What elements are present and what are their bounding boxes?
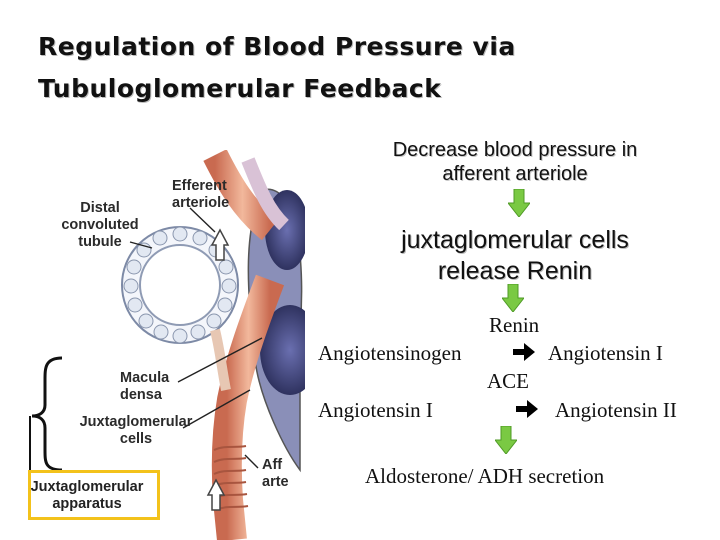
title-line-1: Regulation of Blood Pressure via — [38, 32, 516, 61]
title-line-2: Tubuloglomerular Feedback — [38, 74, 442, 103]
slide-title: Regulation of Blood Pressure via Tubulog… — [38, 26, 638, 110]
kidney-illustration — [29, 149, 320, 540]
efferent-arteriole-shape — [203, 149, 279, 241]
tubule-cells-shape — [123, 226, 237, 344]
product-angiotensin-ii: Angiotensin II — [555, 398, 677, 422]
green-down-arrow-1 — [508, 189, 530, 217]
tubule-lumen-shape — [139, 244, 221, 326]
juxtaglomerular-apparatus-label: Juxtaglomerular apparatus — [30, 479, 144, 512]
step-aldosterone-adh: Aldosterone/ ADH secretion — [365, 464, 605, 488]
flow-up-arrow-lower — [206, 478, 226, 511]
vessel-wall-shape — [241, 157, 289, 231]
enzyme-ace: ACE — [487, 369, 529, 393]
distal-tubule-label: Distal convoluted tubule — [61, 200, 139, 250]
substrate-angiotensin-i: Angiotensin I — [318, 398, 433, 422]
flow-up-arrow-upper — [210, 228, 230, 261]
substrate-angiotensinogen: Angiotensinogen — [318, 341, 462, 365]
macula-densa-label: Macula densa — [120, 370, 170, 403]
reaction-arrow-icon-2 — [516, 400, 538, 418]
step-decrease-pressure: Decrease blood pressure in afferent arte… — [392, 139, 638, 185]
step-jg-cells-release: juxtaglomerular cells release Renin — [401, 226, 629, 285]
leader-lines — [129, 207, 263, 469]
green-down-arrow-2 — [502, 284, 524, 312]
reaction-arrow-icon-1 — [513, 343, 535, 361]
juxtaglomerular-apparatus-figure: Efferent arteriole Distal convoluted tub… — [0, 149, 320, 540]
green-down-arrow-3 — [495, 426, 517, 454]
apparatus-brace-shape — [31, 356, 63, 472]
enzyme-renin: Renin — [489, 313, 540, 337]
apparatus-highlight-box — [28, 470, 160, 520]
afferent-arteriole-shape — [211, 274, 285, 540]
juxtaglomerular-cells-label: Juxtaglomerular cells — [79, 414, 193, 447]
product-angiotensin-i: Angiotensin I — [548, 341, 663, 365]
efferent-arteriole-label: Efferent arteriole — [172, 178, 230, 211]
afferent-arteriole-label: Aff arte — [262, 457, 289, 490]
